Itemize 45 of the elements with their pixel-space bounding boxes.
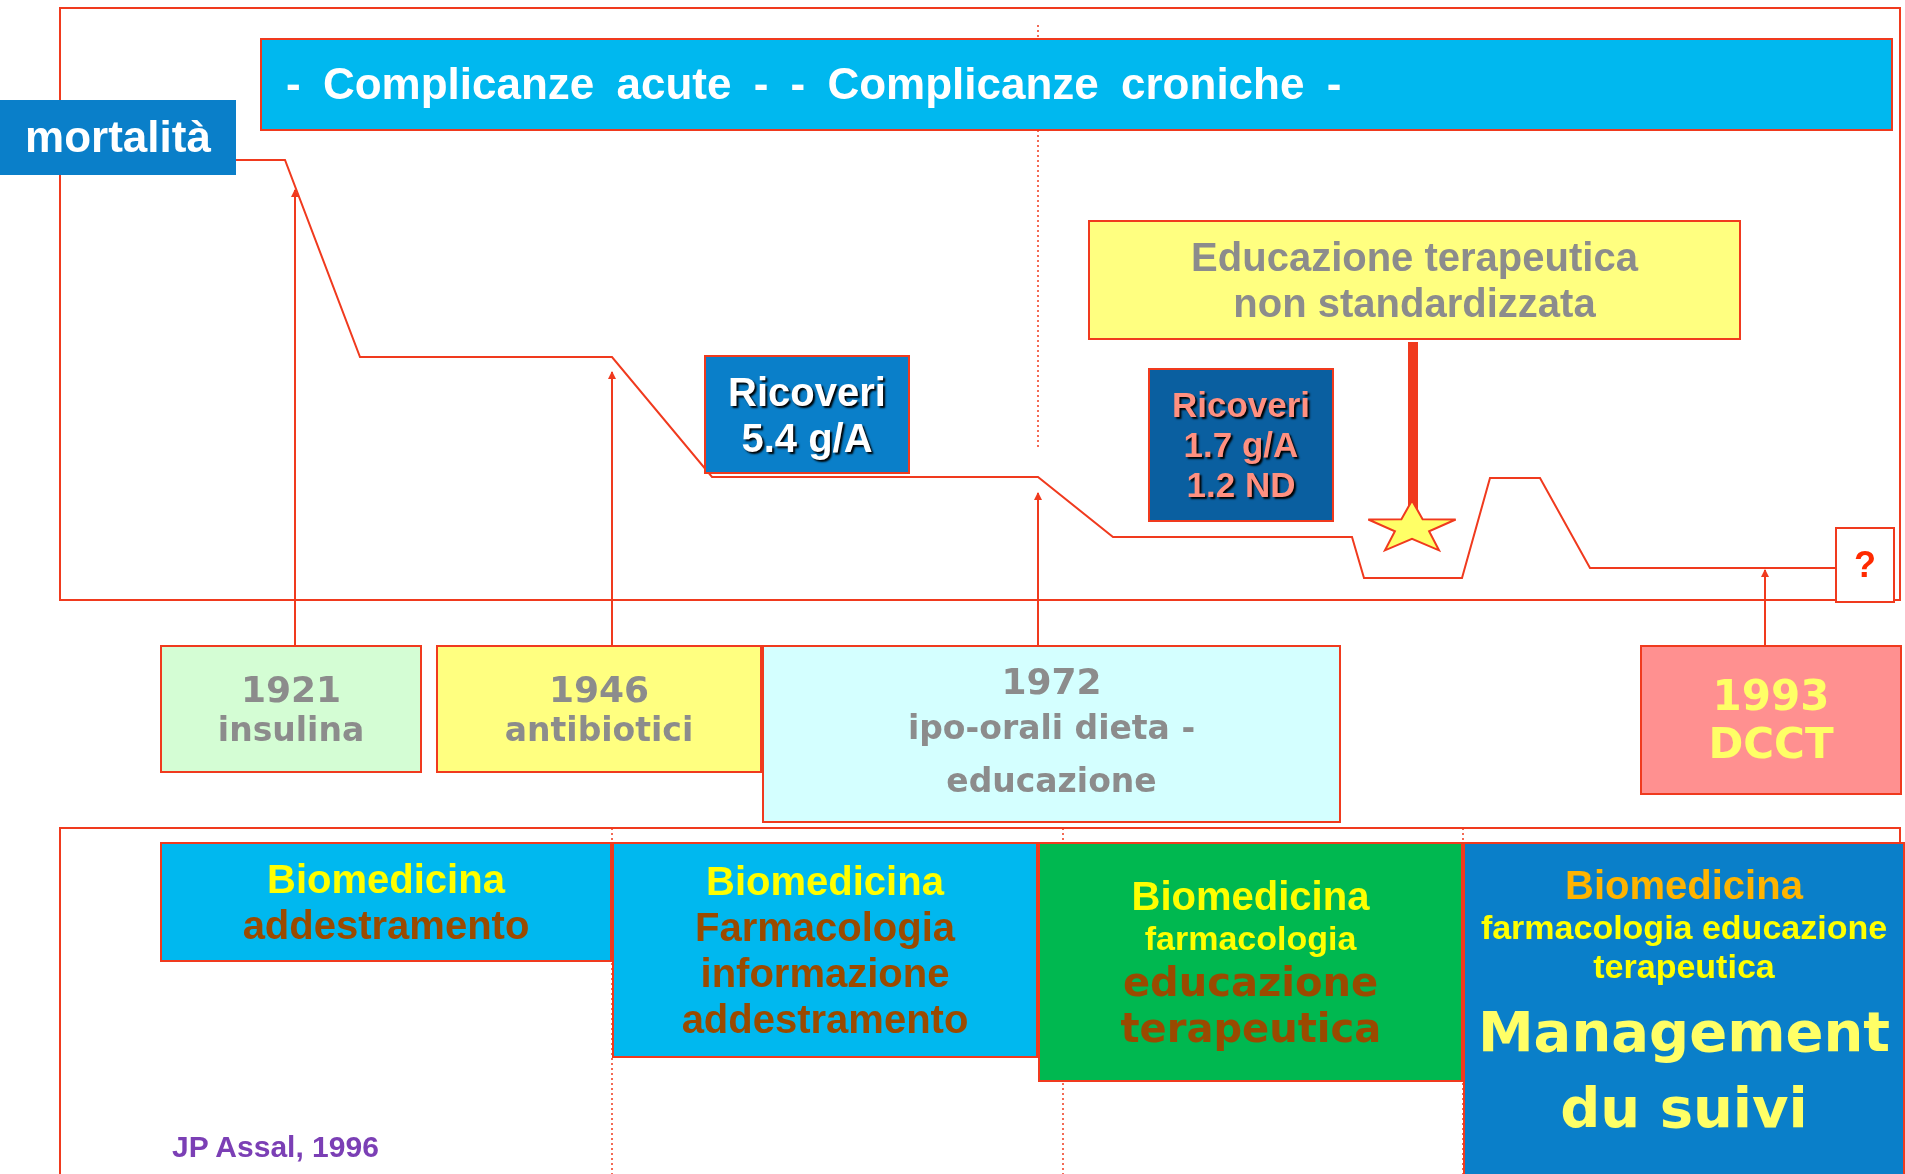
era-box	[612, 842, 1038, 1058]
heading-text: 1946	[548, 669, 650, 711]
arrow	[1761, 569, 1769, 646]
milestone-box	[436, 645, 762, 773]
box-text: mortalità	[25, 112, 211, 163]
body-text: Management du suivi	[1476, 998, 1892, 1142]
callout-box	[1148, 368, 1334, 522]
milestone-box	[1640, 645, 1902, 795]
callout-box	[704, 355, 910, 474]
thick-connector	[1408, 342, 1418, 510]
curve-line	[235, 159, 1836, 579]
milestone-box	[762, 645, 1341, 823]
box-text: Ricoveri 5.4 g/A	[727, 368, 887, 461]
end-marker-box	[1835, 527, 1895, 603]
body-text: insulina	[217, 710, 365, 749]
arrow	[291, 189, 299, 646]
heading-text: 1993	[1712, 671, 1830, 720]
body-text: Farmacologia informazione addestramento	[680, 904, 970, 1042]
heading-text: Biomedicina	[706, 858, 944, 904]
heading-text: 1921	[240, 669, 342, 711]
heading-text: 1972	[1001, 660, 1102, 702]
box-text: Ricoveri 1.7 g/A 1.2 ND	[1170, 384, 1312, 506]
note-box	[1088, 220, 1741, 340]
body-text: educazione terapeutica	[1120, 958, 1381, 1051]
arrow	[608, 371, 616, 646]
box-text: Educazione terapeutica non standardizzata	[1190, 234, 1640, 326]
body-text: farmacologia	[1144, 919, 1357, 959]
box-text: ?	[1854, 544, 1876, 586]
box-text: - Complicanze acute - - Complicanze croniche -	[286, 59, 1342, 110]
era-box	[160, 842, 612, 962]
header-banner	[260, 38, 1893, 131]
heading-text: Biomedicina	[1565, 862, 1803, 908]
era-box	[1038, 842, 1463, 1082]
axis-label-box	[0, 100, 236, 175]
era-box	[1463, 842, 1905, 1174]
milestone-box	[160, 645, 422, 773]
heading-text: Biomedicina	[267, 856, 505, 902]
citation-text: JP Assal, 1996	[172, 1130, 379, 1164]
body-text: antibiotici	[504, 710, 694, 749]
heading-text: Biomedicina	[1131, 873, 1370, 920]
body-text: DCCT	[1708, 720, 1834, 769]
body-text: ipo-orali dieta - educazione	[906, 706, 1197, 802]
arrow	[1034, 492, 1042, 646]
body-text: addestramento	[242, 902, 530, 948]
body-text: farmacologia educazione terapeutica	[1479, 908, 1889, 987]
